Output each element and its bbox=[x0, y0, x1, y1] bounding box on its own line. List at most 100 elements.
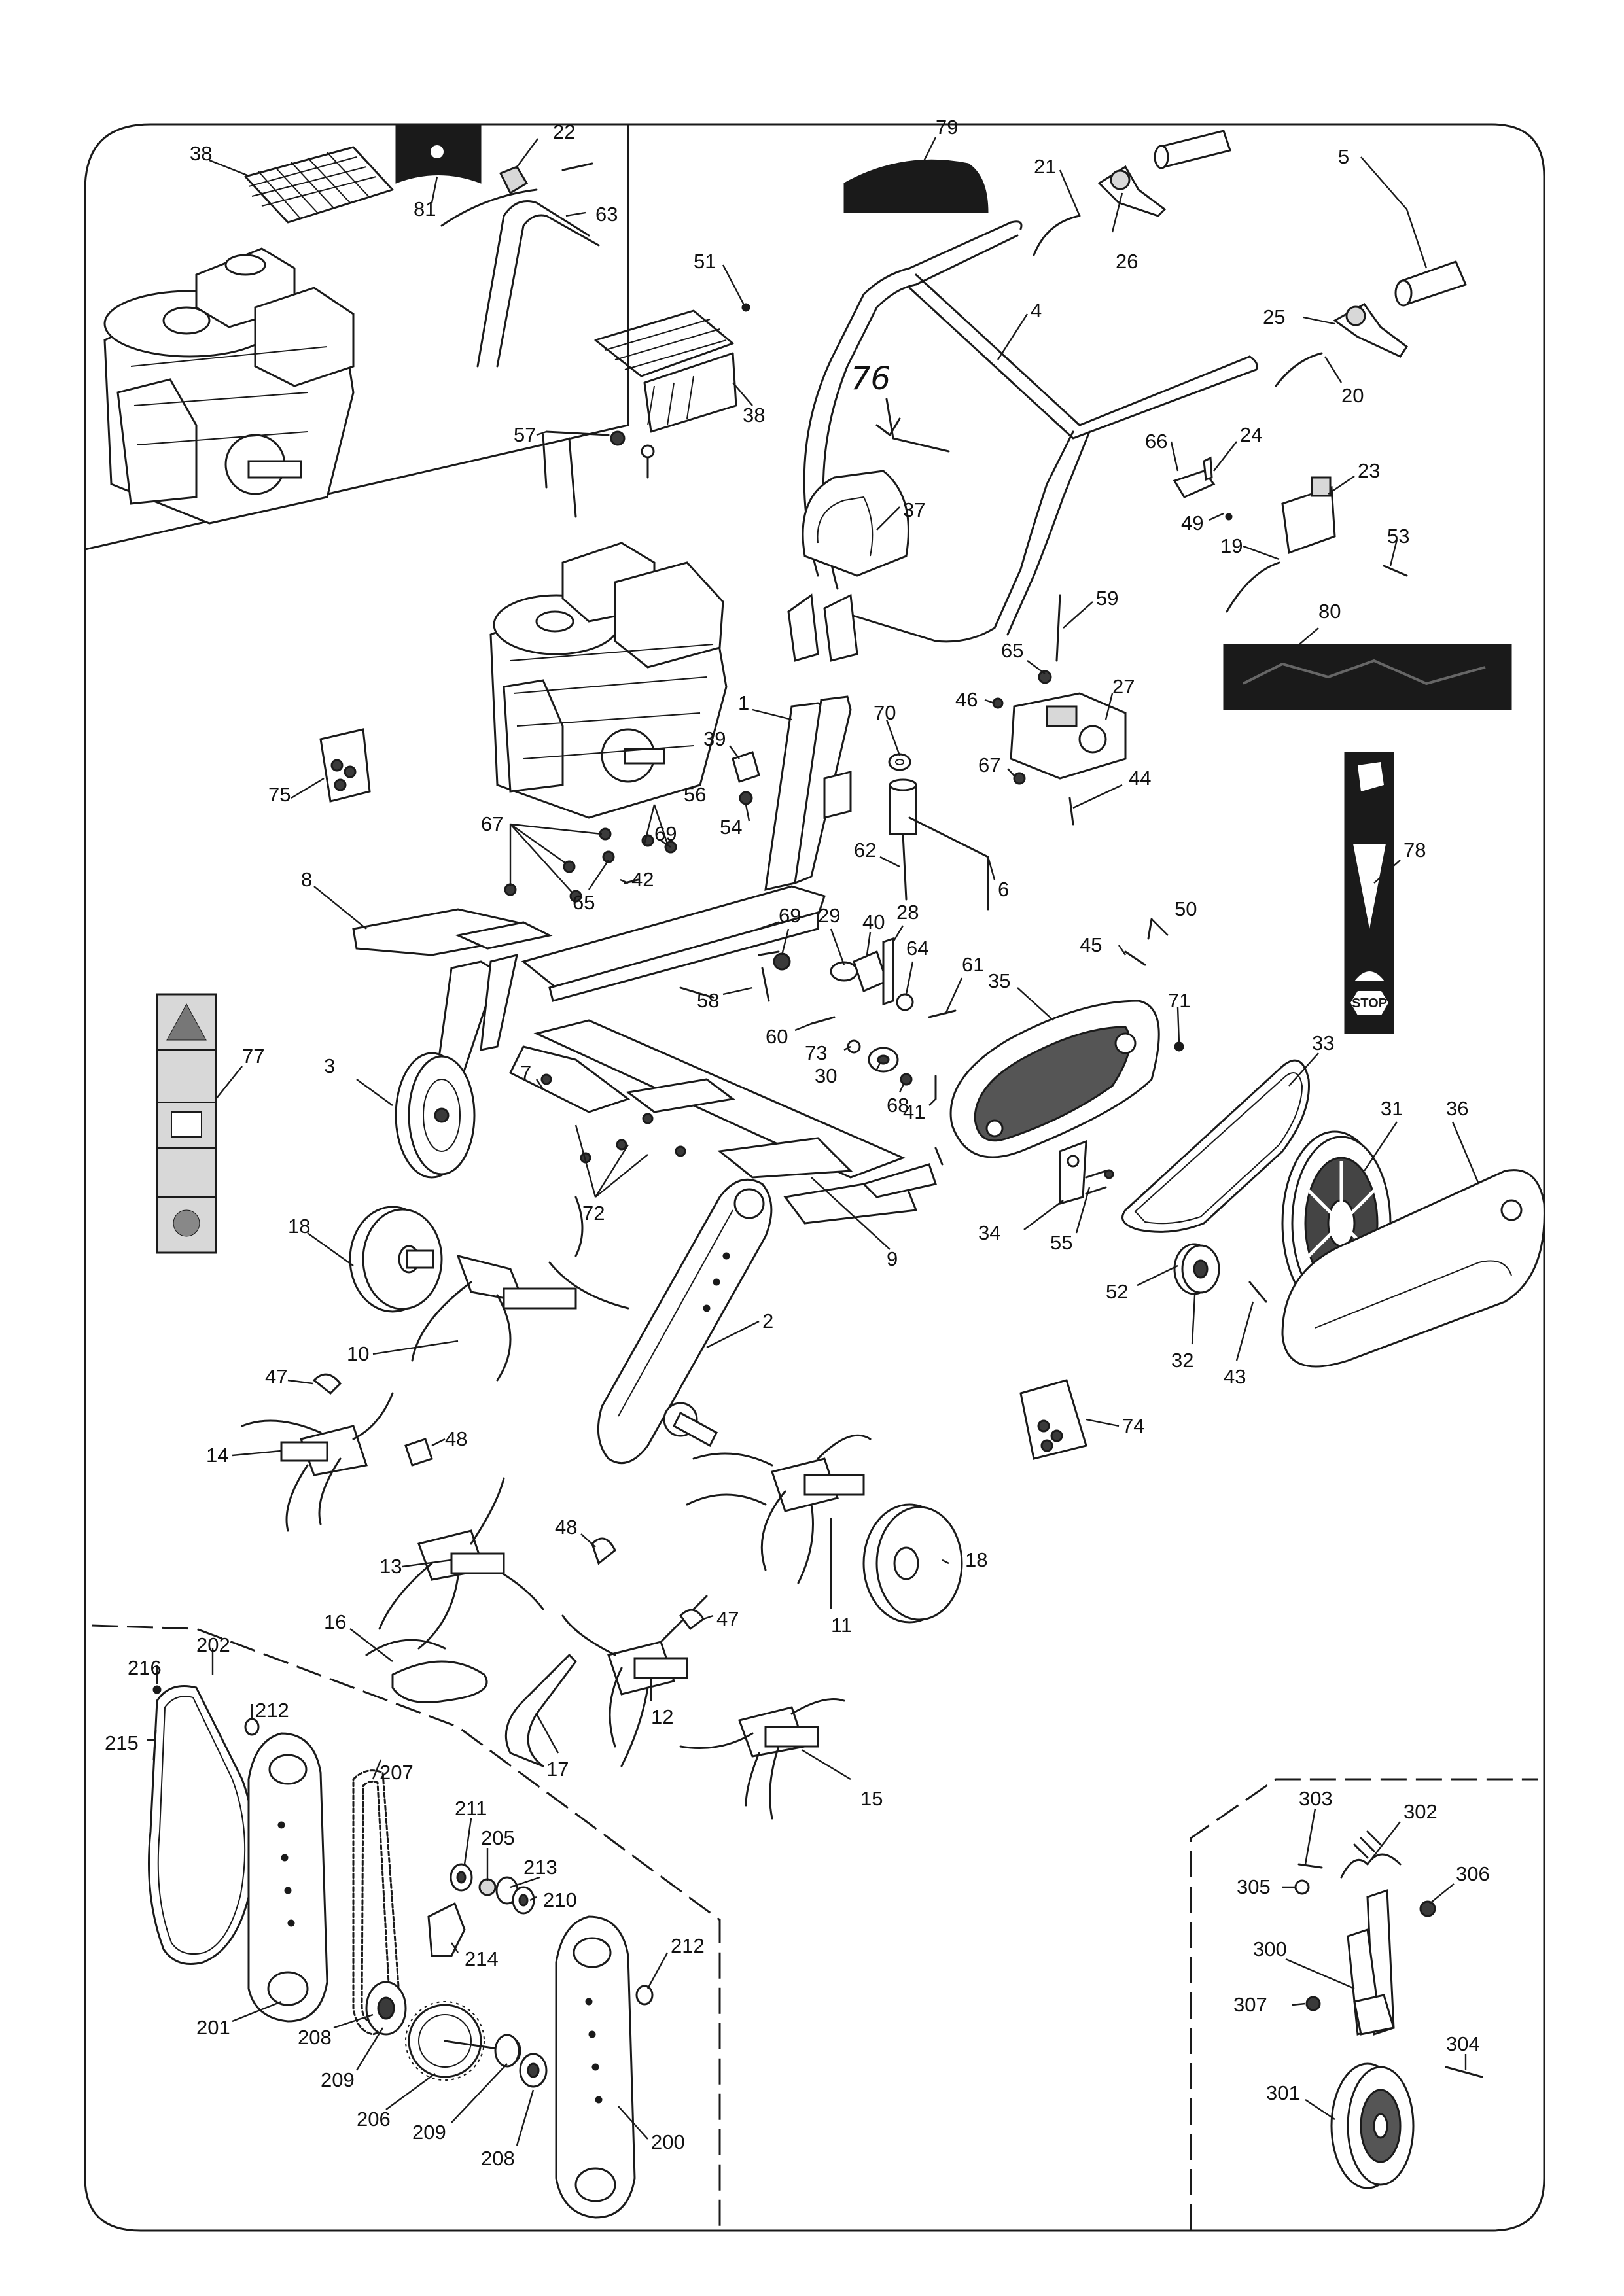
small-parts-inset bbox=[152, 1685, 654, 2006]
callout-2: 2 bbox=[762, 1310, 773, 1332]
callout-40: 40 bbox=[862, 911, 885, 933]
callout-80: 80 bbox=[1318, 600, 1341, 623]
callout-36: 36 bbox=[1446, 1097, 1468, 1120]
callout-35: 35 bbox=[988, 969, 1010, 992]
callout-70: 70 bbox=[874, 701, 896, 724]
callout-13: 13 bbox=[380, 1555, 402, 1578]
washer-305 bbox=[1294, 1879, 1310, 1895]
callout-52: 52 bbox=[1106, 1280, 1128, 1303]
nut-307 bbox=[1305, 1996, 1321, 2011]
pin-54 bbox=[739, 791, 753, 805]
callout-20: 20 bbox=[1341, 384, 1364, 407]
callout-57: 57 bbox=[514, 423, 536, 446]
callout-45: 45 bbox=[1080, 933, 1102, 956]
belt-33 bbox=[1121, 1059, 1310, 1233]
page-frame bbox=[84, 123, 1545, 2232]
disc-18-right bbox=[862, 1503, 963, 1624]
callout-7: 7 bbox=[520, 1061, 531, 1084]
callout-44: 44 bbox=[1129, 767, 1151, 790]
callout-51: 51 bbox=[694, 250, 716, 273]
tine-15 bbox=[679, 1698, 845, 1820]
callout-30: 30 bbox=[815, 1064, 837, 1087]
callout-4: 4 bbox=[1031, 299, 1042, 322]
callout-42: 42 bbox=[631, 868, 654, 891]
callout-11: 11 bbox=[831, 1614, 852, 1637]
callout-50: 50 bbox=[1174, 897, 1197, 920]
callout-48: 48 bbox=[445, 1427, 467, 1450]
bag-75 bbox=[319, 728, 371, 803]
handlebar-4 bbox=[803, 220, 1258, 643]
callout-16: 16 bbox=[324, 1610, 346, 1633]
bolt-44 bbox=[1068, 797, 1074, 826]
parts-28-29-40 bbox=[773, 937, 894, 1006]
cable-81 bbox=[440, 188, 538, 227]
nut-46 bbox=[992, 697, 1004, 709]
callout-65: 65 bbox=[573, 891, 595, 914]
callout-202: 202 bbox=[196, 1633, 230, 1656]
housing-201 bbox=[247, 1732, 328, 2023]
frame-8 bbox=[352, 885, 826, 1002]
callout-1: 1 bbox=[738, 691, 749, 714]
callout-6: 6 bbox=[998, 878, 1009, 901]
nut-72e bbox=[675, 1145, 686, 1157]
disc-18-left bbox=[349, 1206, 443, 1313]
callout-24: 24 bbox=[1240, 423, 1262, 446]
callout-64: 64 bbox=[906, 937, 928, 960]
callout-46: 46 bbox=[955, 688, 978, 711]
plate-35 bbox=[949, 1000, 1160, 1158]
callout-72: 72 bbox=[582, 1202, 605, 1225]
nut-70 bbox=[888, 753, 911, 771]
callout-59: 59 bbox=[1096, 587, 1118, 610]
callout-19: 19 bbox=[1220, 534, 1243, 557]
callout-209: 209 bbox=[412, 2121, 446, 2144]
bolts-41 bbox=[934, 1075, 944, 1166]
callout-306: 306 bbox=[1456, 1862, 1490, 1885]
callout-73: 73 bbox=[805, 1041, 827, 1064]
callout-47: 47 bbox=[265, 1365, 287, 1388]
cover-37 bbox=[802, 470, 909, 577]
spring-45 bbox=[1124, 950, 1146, 966]
callout-215: 215 bbox=[105, 1731, 139, 1754]
callout-17: 17 bbox=[546, 1758, 569, 1781]
grip-5-top bbox=[1154, 130, 1231, 169]
handwritten-note-76: 76 bbox=[851, 360, 950, 453]
callout-18: 18 bbox=[288, 1215, 310, 1238]
bolt-304 bbox=[1445, 2066, 1483, 2078]
bolt-61 bbox=[928, 1009, 957, 1018]
callout-65: 65 bbox=[1001, 639, 1023, 662]
callout-60: 60 bbox=[766, 1025, 788, 1048]
belt-202 bbox=[148, 1685, 255, 1965]
callout-302: 302 bbox=[1403, 1800, 1438, 1823]
nut-72d bbox=[642, 1113, 654, 1124]
lever-26 bbox=[1097, 165, 1167, 217]
tine-14 bbox=[241, 1392, 394, 1532]
bearings-209-208 bbox=[494, 2034, 548, 2088]
callout-62: 62 bbox=[854, 839, 876, 861]
callout-67: 67 bbox=[481, 812, 503, 835]
nut-65-top bbox=[1038, 670, 1052, 684]
hardware-cluster-67 bbox=[504, 827, 677, 903]
callout-26: 26 bbox=[1116, 250, 1138, 273]
callout-210: 210 bbox=[543, 1888, 577, 1911]
pulley-32 bbox=[1173, 1243, 1220, 1295]
callout-10: 10 bbox=[347, 1342, 369, 1365]
callout-304: 304 bbox=[1446, 2032, 1480, 2055]
front-wheel-3 bbox=[395, 953, 518, 1179]
pin-50 bbox=[1147, 918, 1153, 940]
callout-5: 5 bbox=[1338, 145, 1349, 168]
bracket-34 bbox=[1059, 1139, 1087, 1205]
callout-28: 28 bbox=[896, 901, 919, 924]
bent-tube-63 bbox=[476, 162, 600, 368]
callout-21: 21 bbox=[1034, 155, 1056, 178]
callout-212: 212 bbox=[671, 1934, 705, 1957]
callout-54: 54 bbox=[720, 816, 742, 839]
screw-49 bbox=[1225, 513, 1233, 521]
callout-75: 75 bbox=[268, 783, 291, 806]
bolt-53 bbox=[1383, 565, 1408, 577]
sprocket-206-assembly bbox=[365, 1981, 521, 2081]
pulley-30 bbox=[868, 1047, 899, 1073]
bracket-pair bbox=[787, 593, 858, 662]
callout-56: 56 bbox=[684, 783, 706, 806]
callout-43: 43 bbox=[1224, 1365, 1246, 1388]
callout-38: 38 bbox=[190, 142, 212, 165]
